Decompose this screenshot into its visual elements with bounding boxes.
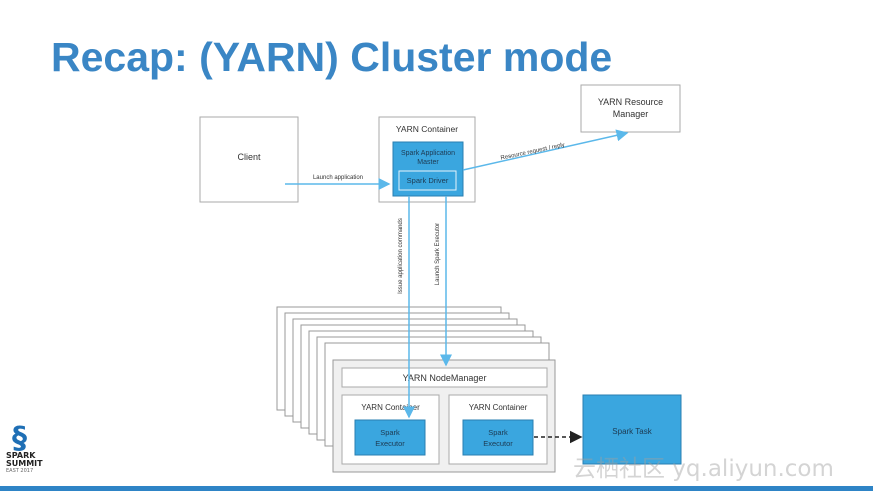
logo-line-1: SPARK [6,451,36,460]
resource-request-label: Resource request / reply [500,142,565,161]
spark-task-label: Spark Task [612,427,652,436]
node-manager-bar [341,367,548,388]
resource-request-arrow [462,129,629,171]
issue-commands-label: Issue application commands [398,218,404,294]
client-box [199,116,299,203]
yarn-container-top-label: YARN Container [396,124,458,134]
resource-manager-label-1: YARN Resource [598,97,663,107]
resource-manager-label-2: Manager [613,109,649,119]
slide-title: Recap: (YARN) Cluster mode [51,34,613,80]
spark-driver-label: Spark Driver [407,176,449,185]
node-manager-label: YARN NodeManager [403,373,487,383]
watermark: 云栖社区 yq.aliyun.com [573,456,834,482]
application-master-label-2: Master [417,159,439,166]
spark-executor-right-label-1: Spark [488,428,508,437]
launch-executor-label: Launch Spark Executor [435,223,441,285]
resource-manager-box [580,84,681,133]
yarn-container-left-label: YARN Container [361,403,420,412]
spark-executor-left-label-2: Executor [375,439,405,448]
spark-executor-left [354,419,426,456]
bottom-accent-bar [0,486,873,491]
launch-application-label: Launch application [313,175,363,181]
client-label: Client [237,152,261,162]
application-master-label-1: Spark Application [401,150,455,157]
spark-driver-box [398,170,457,191]
spark-logo-icon: § [12,421,27,456]
spark-summit-logo: § SPARK SUMMIT EAST 2017 [6,421,46,475]
spark-executor-left-label-1: Spark [380,428,400,437]
spark-executor-right-label-2: Executor [483,439,513,448]
spark-task-box [582,394,682,465]
logo-line-3: EAST 2017 [6,468,34,474]
yarn-container-right-label: YARN Container [469,403,528,412]
spark-executor-right [462,419,534,456]
logo-line-2: SUMMIT [6,459,43,468]
